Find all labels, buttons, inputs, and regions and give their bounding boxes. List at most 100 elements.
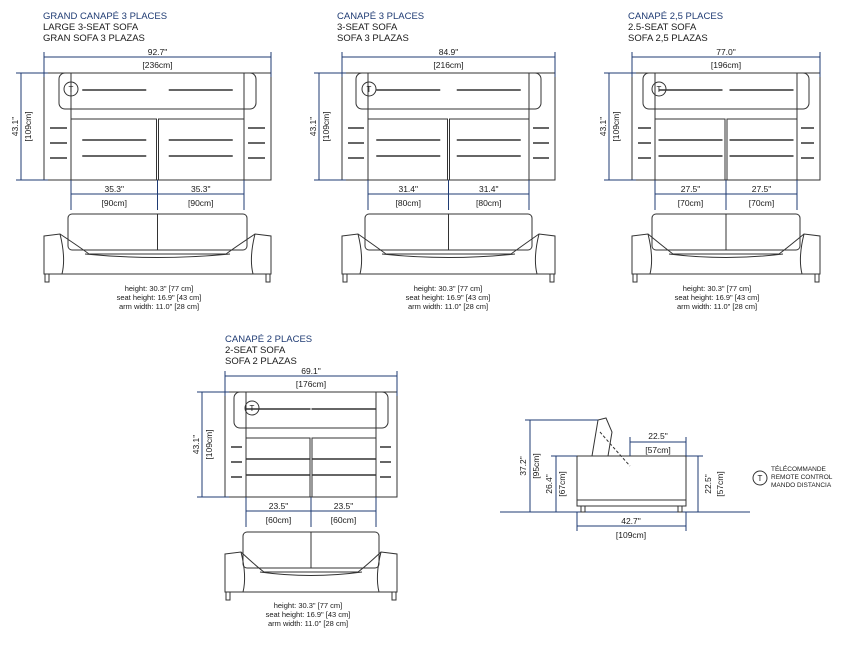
remote-control-icon-label: T	[657, 85, 662, 94]
depth-inches: 43.1"	[10, 117, 20, 137]
title-fr: CANAPÉ 3 PLACES	[337, 11, 425, 22]
side-depth-cm: [109cm]	[616, 530, 646, 540]
remote-control-icon	[361, 81, 377, 97]
front-seat-curve	[84, 253, 231, 258]
front-arm-left	[647, 233, 653, 275]
seat-width-cm: [70cm]	[678, 198, 704, 208]
legend-es: MANDO DISTANCIA	[771, 482, 832, 489]
sofa-title-2-seat: CANAPÉ 2 PLACES 2-SEAT SOFA SOFA 2 PLAZA…	[225, 334, 312, 367]
legend-remote-control: TÉLÉCOMMANDE REMOTE CONTROL MANDO DISTAN…	[771, 466, 832, 490]
side-height-inches: 37.2"	[518, 456, 528, 476]
front-arm-right	[376, 551, 382, 593]
title-en: 2.5-SEAT SOFA	[628, 22, 697, 33]
sofa-title-3-seat: CANAPÉ 3 PLACES 3-SEAT SOFA SOFA 3 PLAZA…	[337, 11, 424, 44]
title-en: LARGE 3-SEAT SOFA	[43, 22, 139, 33]
front-leg-left	[44, 273, 50, 283]
sofa-title-large-3-seat: GRAND CANAPÉ 3 PLACES LARGE 3-SEAT SOFA …	[43, 11, 167, 44]
spec-seat-height: seat height: 16.9" [43 cm]	[674, 293, 760, 302]
legend-fr: TÉLÉCOMMANDE	[771, 466, 826, 473]
seat-width-cm: [80cm]	[395, 198, 421, 208]
seat-width-inches: 35.3"	[104, 184, 124, 194]
title-fr: CANAPÉ 2,5 PLACES	[628, 11, 724, 22]
backrest	[233, 391, 389, 429]
spec-height: height: 30.3" [77 cm]	[124, 284, 194, 293]
side-seat-height-inches: 26.4"	[544, 474, 554, 494]
side-depth-inches: 42.7"	[621, 516, 641, 526]
backrest	[58, 72, 257, 110]
spec-arm-width: arm width: 11.0" [28 cm]	[676, 302, 758, 311]
depth-inches: 43.1"	[191, 435, 201, 455]
front-seat-curve	[668, 253, 784, 258]
spec-arm-width: arm width: 11.0" [28 cm]	[267, 619, 349, 628]
sofa-top-outline	[341, 72, 556, 181]
front-leg-left	[632, 273, 638, 283]
remote-control-icon	[244, 400, 260, 416]
width-inches: 69.1"	[301, 366, 321, 376]
depth-cm: [109cm]	[204, 429, 214, 459]
specs-large-3-seat: height: 30.3" [77 cm] seat height: 16.9"…	[49, 284, 269, 311]
seat-cushion-right	[449, 118, 530, 181]
side-leg-front	[677, 505, 683, 513]
depth-cm: [109cm]	[321, 111, 331, 141]
title-en: 2-SEAT SOFA	[225, 345, 286, 356]
remote-control-icon-label: T	[250, 404, 255, 413]
seat-width-cm: [80cm]	[476, 198, 502, 208]
front-arm-right	[250, 233, 256, 275]
front-leg-right	[814, 273, 820, 283]
title-es: SOFA 2,5 PLAZAS	[628, 33, 708, 44]
width-cm: [196cm]	[711, 60, 741, 70]
side-arm-length-cm: [57cm]	[645, 445, 671, 455]
seat-cushion-right	[726, 118, 798, 181]
seat-cushion-left	[70, 118, 157, 181]
side-view-outline	[576, 417, 687, 501]
front-leg-right	[265, 273, 271, 283]
side-seat-height-cm: [67cm]	[557, 471, 567, 497]
depth-inches: 43.1"	[598, 117, 608, 137]
legend-remote-control-icon-label: T	[758, 474, 763, 483]
front-leg-left	[225, 591, 231, 601]
seat-width-inches: 35.3"	[191, 184, 211, 194]
backrest	[355, 72, 542, 110]
seat-width-inches: 23.5"	[269, 501, 289, 511]
width-inches: 77.0"	[716, 47, 736, 57]
title-es: SOFA 2 PLAZAS	[225, 356, 297, 367]
backrest	[642, 72, 810, 110]
title-fr: GRAND CANAPÉ 3 PLACES	[43, 11, 168, 22]
remote-control-icon-label: T	[367, 85, 372, 94]
side-arm-height-cm: [57cm]	[715, 471, 725, 497]
spec-height: height: 30.3" [77 cm]	[273, 601, 343, 610]
sofa-title-2-5-seat: CANAPÉ 2,5 PLACES 2.5-SEAT SOFA SOFA 2,5…	[628, 11, 723, 44]
seat-width-cm: [70cm]	[749, 198, 775, 208]
depth-inches: 43.1"	[308, 117, 318, 137]
legend-remote-control-icon	[752, 470, 768, 486]
remote-control-icon	[63, 81, 79, 97]
side-view-drawing: 37.2"[95cm]26.4"[67cm]22.5"[57cm]22.5"[5…	[500, 417, 750, 540]
side-arm-length-inches: 22.5"	[648, 431, 668, 441]
spec-seat-height: seat height: 16.9" [43 cm]	[405, 293, 491, 302]
title-es: SOFA 3 PLAZAS	[337, 33, 409, 44]
front-leg-left	[342, 273, 348, 283]
seat-cushion-left	[245, 437, 311, 498]
spec-seat-height: seat height: 16.9" [43 cm]	[116, 293, 202, 302]
specs-2-5-seat: height: 30.3" [77 cm] seat height: 16.9"…	[607, 284, 827, 311]
front-arm-right	[534, 233, 540, 275]
front-arm-right	[799, 233, 805, 275]
spec-arm-width: arm width: 11.0" [28 cm]	[407, 302, 489, 311]
front-seat-curve	[381, 253, 516, 258]
specs-3-seat: height: 30.3" [77 cm] seat height: 16.9"…	[338, 284, 558, 311]
side-height-cm: [95cm]	[531, 453, 541, 479]
width-cm: [216cm]	[433, 60, 463, 70]
seat-width-inches: 27.5"	[681, 184, 701, 194]
seat-cushion-left	[367, 118, 448, 181]
seat-cushion-right	[158, 118, 245, 181]
width-cm: [176cm]	[296, 379, 326, 389]
front-seat-curve	[259, 571, 363, 576]
depth-cm: [109cm]	[23, 111, 33, 141]
title-en: 3-SEAT SOFA	[337, 22, 398, 33]
seat-width-inches: 31.4"	[479, 184, 499, 194]
width-inches: 92.7"	[148, 47, 168, 57]
width-inches: 84.9"	[439, 47, 459, 57]
seat-width-inches: 23.5"	[334, 501, 354, 511]
seat-width-cm: [90cm]	[188, 198, 214, 208]
